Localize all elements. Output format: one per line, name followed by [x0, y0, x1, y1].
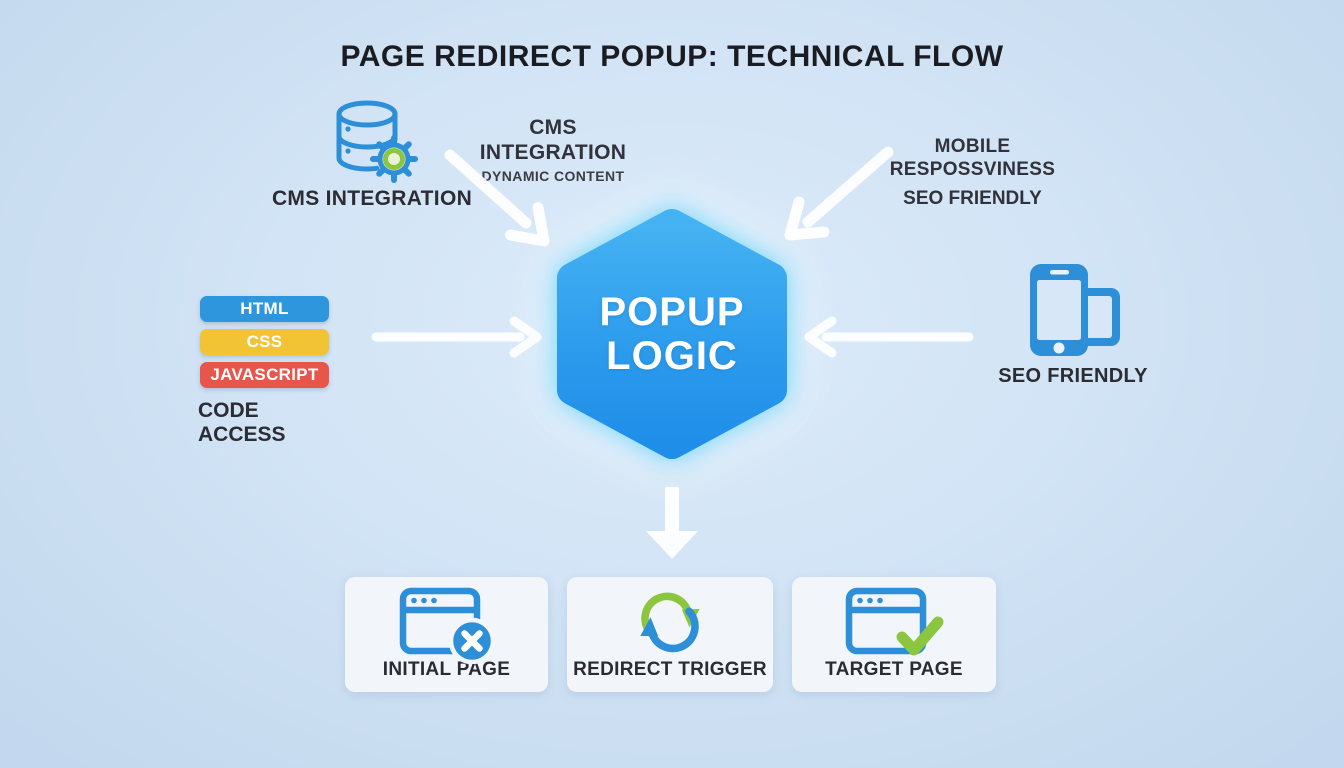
mobile-devices-icon — [1020, 264, 1124, 362]
mobile-note-line3: SEO FRIENDLY — [903, 188, 1042, 209]
browser-check-icon — [839, 584, 949, 669]
refresh-cycle-icon — [620, 584, 720, 663]
seo-node-label: SEO FRIENDLY — [998, 365, 1148, 387]
redirect-trigger-label: REDIRECT TRIGGER — [573, 659, 767, 680]
javascript-badge: JAVASCRIPT — [200, 362, 329, 388]
code-access-label: CODE ACCESS — [198, 399, 286, 446]
css-badge: CSS — [200, 329, 329, 355]
cms-note-line2: INTEGRATION — [479, 141, 627, 164]
mobile-note-line1: MOBILE — [934, 136, 1011, 157]
arrow-mobile-to-hexagon — [784, 146, 894, 241]
cms-node — [328, 96, 420, 188]
cms-note-line1: CMS — [529, 116, 577, 139]
target-page-card: TARGET PAGE — [792, 577, 996, 692]
seo-node — [1020, 256, 1124, 358]
popup-logic-text: POPUP LOGIC — [544, 198, 800, 470]
arrow-code-to-hexagon — [371, 316, 542, 358]
arrow-cms-to-hexagon — [444, 149, 550, 247]
popup-logic-hexagon: POPUP LOGIC — [544, 198, 800, 470]
hexagon-line2: LOGIC — [606, 334, 738, 378]
arrow-hexagon-to-cards — [646, 487, 698, 559]
mobile-note: MOBILE RESPOSSVINESS SEO FRIENDLY — [870, 135, 1075, 210]
browser-close-icon — [395, 584, 499, 669]
code-stack: HTML CSS JAVASCRIPT — [200, 296, 329, 395]
arrow-seo-to-hexagon — [804, 316, 974, 358]
hexagon-line1: POPUP — [599, 290, 745, 334]
redirect-trigger-card: REDIRECT TRIGGER — [567, 577, 773, 692]
target-page-label: TARGET PAGE — [825, 659, 963, 680]
initial-page-card: INITIAL PAGE — [345, 577, 548, 692]
initial-page-label: INITIAL PAGE — [382, 659, 511, 680]
database-gear-icon — [328, 100, 420, 192]
cms-note-subline: DYNAMIC CONTENT — [481, 168, 625, 184]
page-title: PAGE REDIRECT POPUP: TECHNICAL FLOW — [340, 40, 1004, 73]
cms-node-label: CMS INTEGRATION — [271, 187, 473, 210]
html-badge: HTML — [200, 296, 329, 322]
cms-integration-note: CMS INTEGRATION DYNAMIC CONTENT — [458, 115, 648, 184]
mobile-note-line2: RESPOSSVINESS — [889, 159, 1056, 180]
